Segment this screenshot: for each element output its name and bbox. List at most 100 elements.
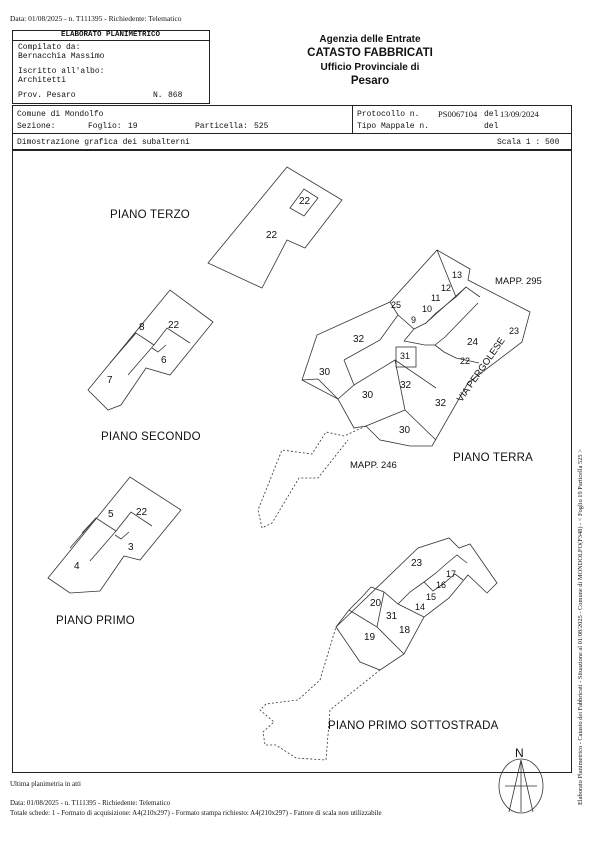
compilato-value: Bernacchia Massimo [18,52,105,61]
sub-number: 30 [399,425,411,436]
sub-number: 6 [161,355,167,366]
sub-number: 15 [426,592,437,602]
terra-inner-a [343,301,399,361]
tipo-mappale-label: Tipo Mappale n. [357,122,430,131]
compilato-label: Compilato da: [18,43,81,52]
foglio-value: 19 [128,122,138,131]
sub-number: 31 [386,611,398,622]
sottostrada-inner-b [397,554,468,605]
plan-label-sottostrada: PIANO PRIMO SOTTOSTRADA [328,720,499,732]
sub-number: 22 [460,356,471,366]
sub-number: 32 [400,380,412,391]
plan-primo [47,476,182,594]
sub-number: 20 [370,598,382,609]
mapp-295-label: MAPP. 295 [495,276,542,287]
compiler-box [12,30,210,104]
sezione-label: Sezione: [17,122,56,131]
terra-inner-c [353,359,437,389]
foglio-label: Foglio: [88,122,122,131]
plan-secondo [87,289,214,411]
doc-title: ELABORATO PLANIMETRICO [60,31,161,39]
plan-label-terzo: PIANO TERZO [110,209,190,221]
north-label: N [515,746,524,760]
sub-number: 17 [446,569,457,579]
tipo-del-label: del [484,122,499,131]
sub-number: 19 [364,632,376,643]
dimostrazione-label: Dimostrazione grafica dei subalterni [17,138,190,147]
secondo-inner-3 [151,344,167,353]
side-note: Elaborato Planimetrico - Catasto dei Fab… [577,449,584,805]
north-arrow [498,758,544,814]
prov-label: Prov. Pesaro [18,91,76,100]
terra-inner-g [436,249,457,298]
plan-label-primo: PIANO PRIMO [56,615,135,627]
sub-number: 4 [74,561,80,572]
sub-number: 14 [415,602,426,612]
sub-number: 7 [107,375,113,386]
drawing-frame [12,149,572,773]
sub-number: 22 [299,196,311,207]
iscritto-value: Architetti [18,76,67,85]
sub-number: 23 [509,326,520,336]
sub-number: 32 [353,334,365,345]
sottostrada-inner-e [376,626,405,655]
sub-number: 8 [139,322,145,333]
sub-number: 13 [452,270,463,280]
particella-value: 525 [254,122,269,131]
plan-label-secondo: PIANO SECONDO [101,431,201,443]
footer-totale-line: Totale schede: 1 - Formato di acquisizio… [10,809,382,817]
sub-number: 10 [422,304,433,314]
terra-inner-west [301,378,339,400]
sub-number: 22 [168,320,180,331]
protocollo-label: Protocollo n. [357,110,420,119]
primo-inner-4 [81,517,97,534]
terra-inner-f [403,328,415,342]
agency-name: Agenzia delle Entrate [319,34,421,45]
sub-number: 22 [266,230,278,241]
catasto-title: CATASTO FABBRICATI [307,47,433,59]
terra-inner-e [404,409,437,441]
protocollo-date: 13/09/2024 [500,109,539,119]
terzo-outline [207,166,343,289]
terra-inner-j [434,344,480,364]
primo-inner-2 [115,511,153,532]
iscritto-label: Iscritto all'albo: [18,67,105,76]
secondo-inner-4 [119,332,137,352]
top-request-note: Data: 01/08/2025 - n. T111395 - Richiede… [10,14,182,23]
albo-number-label: N. [153,91,163,100]
sub-number: 30 [319,367,331,378]
sub-number: 22 [136,507,148,518]
sub-number: 30 [362,390,374,401]
sub-number: 31 [400,351,411,361]
secondo-inner-2 [153,327,191,346]
sub-number: 16 [436,580,447,590]
sub-number: 11 [431,293,441,303]
particella-label: Particella: [195,122,248,131]
sub-number: 24 [467,337,479,348]
sottostrada-inner-c [423,573,464,592]
primo-inner-1 [69,517,117,562]
terra-outline [301,249,531,447]
sub-number: 12 [441,283,452,293]
terra-dashed-outline [257,425,367,529]
primo-outline [47,476,182,594]
plan-sottostrada [259,537,498,761]
sub-number: 5 [108,509,114,520]
terra-inner-b [337,359,355,400]
sub-number: 23 [411,558,423,569]
mapp-246-label: MAPP. 246 [350,460,397,471]
comune: Comune di Mondolfo [17,110,104,119]
protocollo-value: PS0067104 [438,109,478,119]
footer-data-line: Data: 01/08/2025 - n. T111395 - Richiede… [10,799,171,807]
sub-number: 18 [399,625,411,636]
scala-label: Scala 1 : 500 [497,138,560,147]
sub-number: 32 [435,398,447,409]
office-city: Pesaro [350,75,390,87]
sub-number: 25 [391,300,402,310]
albo-number-value: 868 [168,91,183,100]
sub-number: 9 [411,315,417,325]
office-label: Ufficio Provinciale di [320,62,420,73]
terra-sub-31 [395,346,417,368]
plan-label-terra: PIANO TERRA [453,452,533,464]
